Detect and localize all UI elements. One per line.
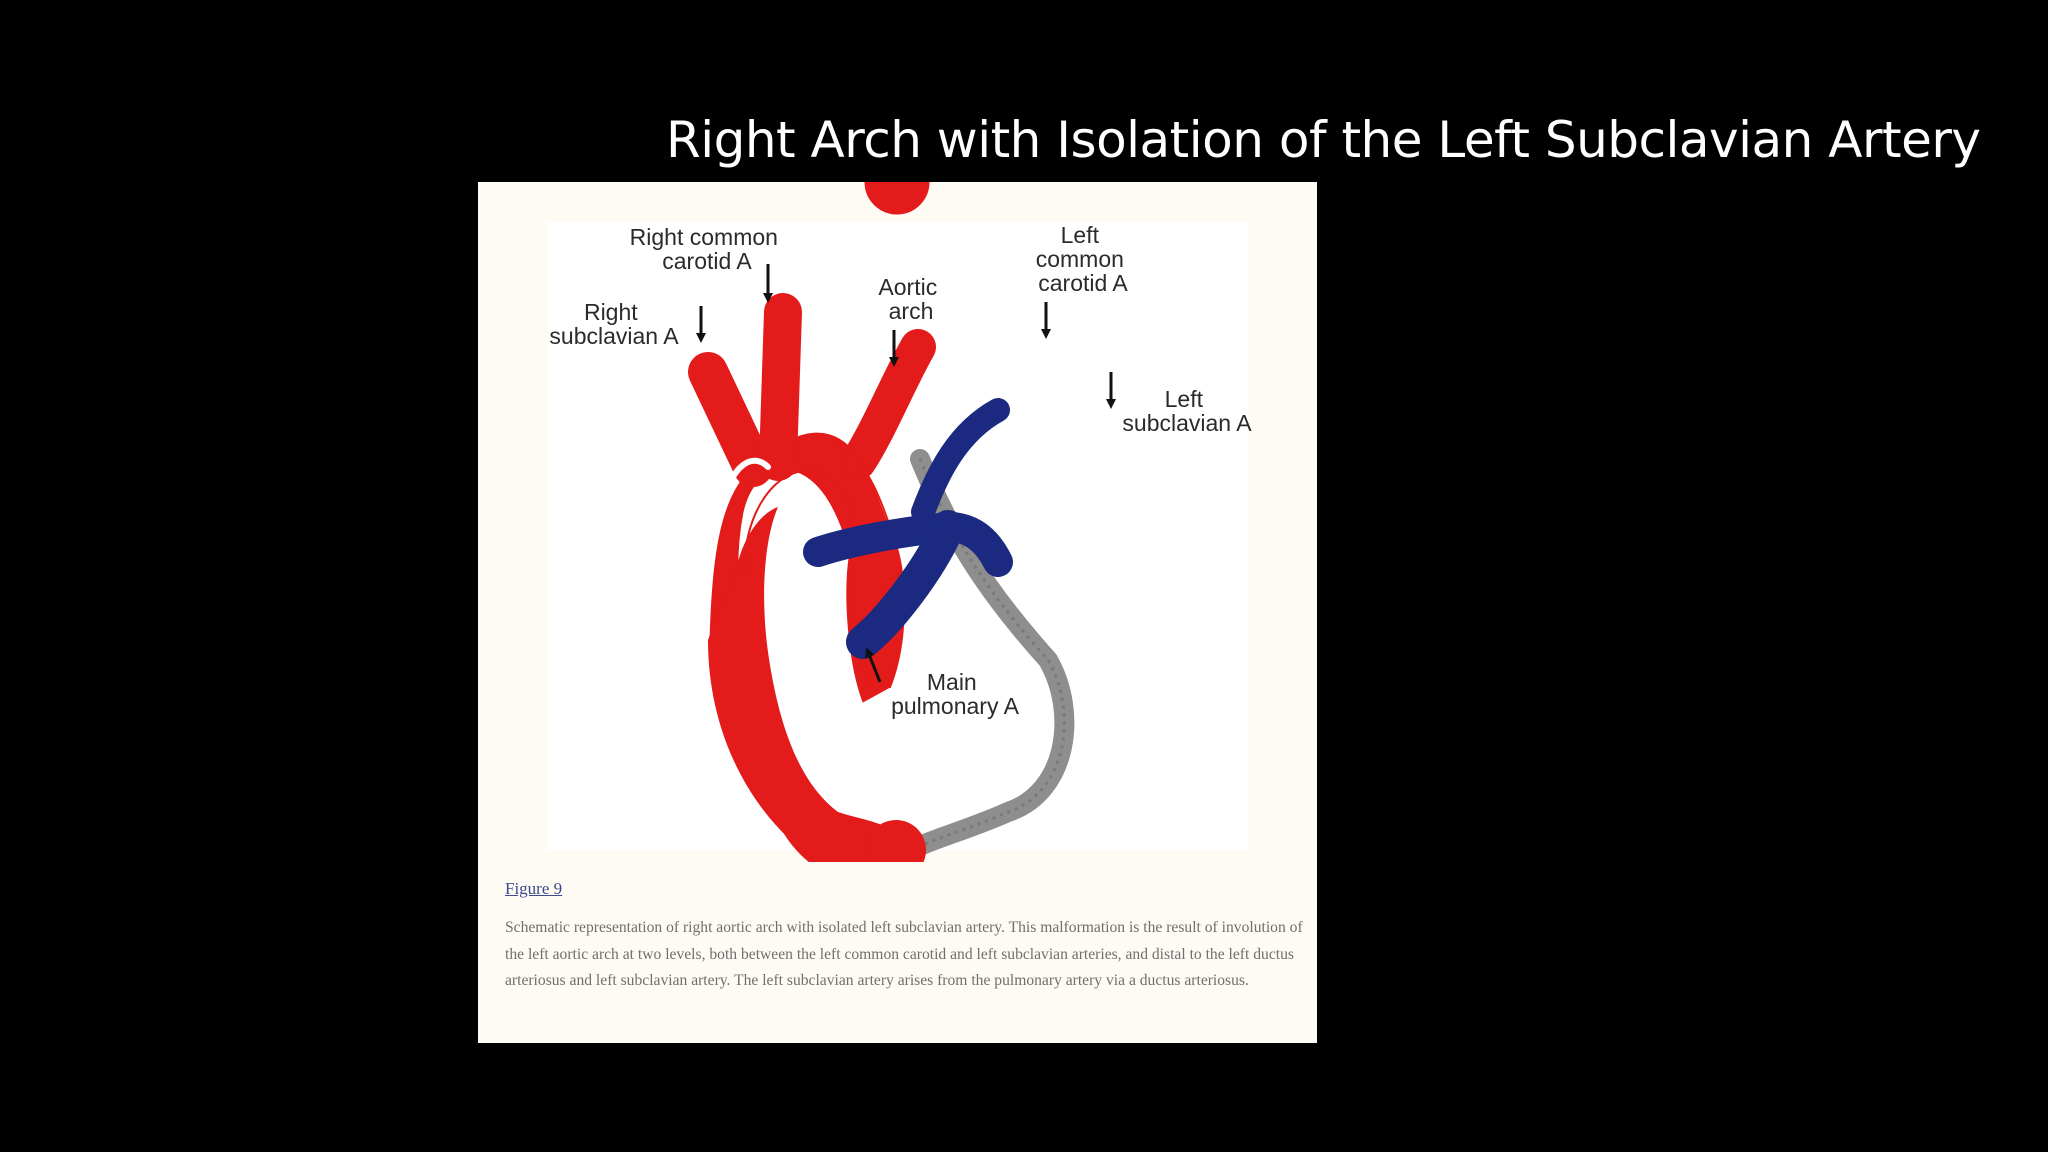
label-right-subclavian: Right subclavian A [549,299,679,349]
label-arrows [696,264,1116,683]
label-main-pulmonary: Main pulmonary A [891,669,1020,719]
aortic-arch-diagram: Right common carotid A Right subclavian … [548,182,1252,862]
label-left-subclavian: Left subclavian A [1122,386,1252,436]
label-aortic-arch: Aortic arch [878,274,943,324]
figure-caption: Schematic representation of right aortic… [505,919,1303,990]
figure-panel: Right common carotid A Right subclavian … [478,182,1317,1043]
pulmonary-artery [803,398,1013,659]
label-right-common-carotid: Right common carotid A [630,224,785,274]
slide-title: Right Arch with Isolation of the Left Su… [666,111,1981,169]
figure-9-link[interactable]: Figure 9 [505,879,563,898]
label-left-common-carotid: Left common carotid A [1036,222,1131,296]
